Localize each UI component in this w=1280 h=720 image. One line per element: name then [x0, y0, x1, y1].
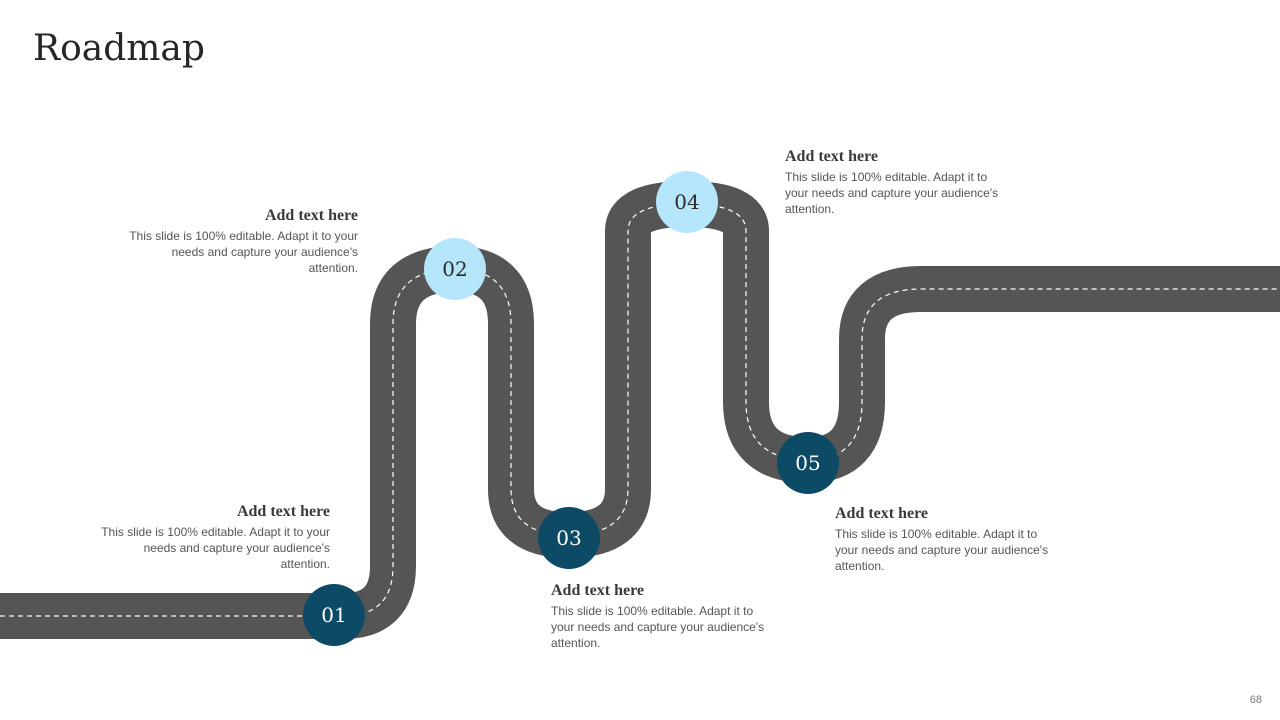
text-block-heading: Add text here	[835, 505, 929, 522]
page-number: 68	[1249, 694, 1262, 706]
text-block-02: Add text here This slide is 100% editabl…	[128, 207, 358, 276]
milestone-number: 02	[442, 257, 468, 281]
text-block-heading: Add text here	[236, 503, 330, 520]
page-title: Roadmap	[33, 28, 205, 69]
text-block-body: This slide is 100% editable. Adapt it to…	[101, 525, 330, 571]
text-block-body: This slide is 100% editable. Adapt it to…	[551, 604, 765, 650]
milestone-number: 03	[556, 526, 582, 550]
text-block-04: Add text here This slide is 100% editabl…	[785, 148, 1000, 217]
milestone-02: 02	[424, 238, 486, 300]
text-block-heading: Add text here	[551, 582, 645, 599]
text-block-body: This slide is 100% editable. Adapt it to…	[129, 229, 358, 275]
text-block-body: This slide is 100% editable. Adapt it to…	[835, 527, 1049, 573]
milestone-04: 04	[656, 171, 718, 233]
text-block-05: Add text here This slide is 100% editabl…	[835, 505, 1050, 574]
milestone-number: 05	[795, 451, 821, 475]
text-block-01: Add text here This slide is 100% editabl…	[100, 503, 330, 572]
text-block-body: This slide is 100% editable. Adapt it to…	[785, 170, 999, 216]
road-lane-marking	[0, 203, 1280, 617]
milestone-01: 01	[303, 584, 365, 646]
text-block-03: Add text here This slide is 100% editabl…	[551, 582, 766, 651]
text-block-heading: Add text here	[785, 148, 879, 165]
milestone-number: 01	[321, 603, 347, 627]
milestone-03: 03	[538, 507, 600, 569]
milestone-number: 04	[674, 190, 700, 214]
milestone-05: 05	[777, 432, 839, 494]
text-block-heading: Add text here	[264, 207, 358, 224]
